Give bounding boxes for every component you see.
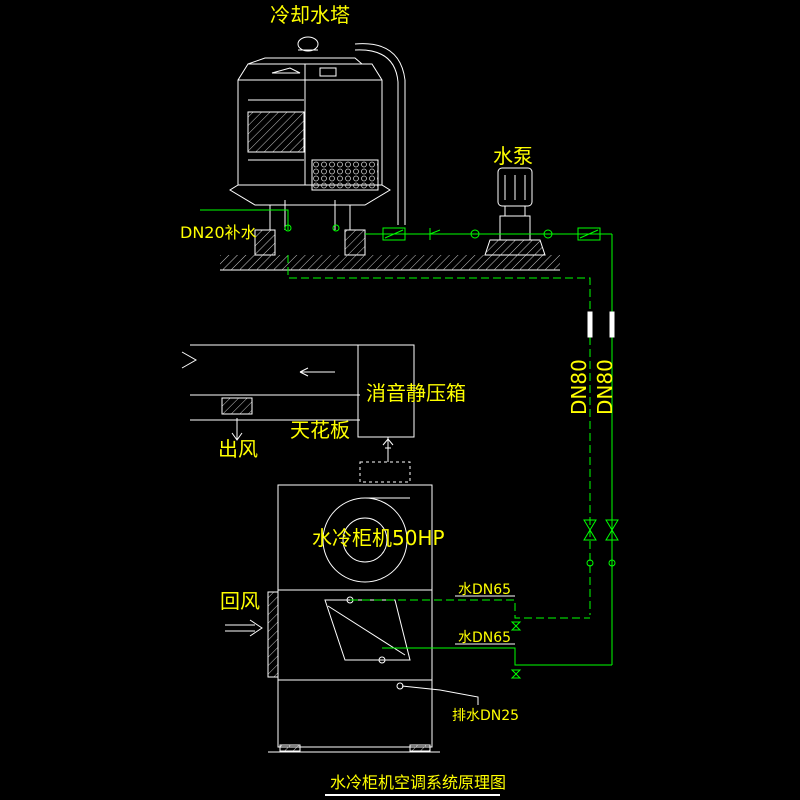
diffuser: [221, 397, 253, 415]
return-grille: [267, 591, 279, 678]
unit-water-connections: [350, 595, 612, 679]
condenser-pipe-horizontal: [365, 227, 613, 665]
silencer-box: [357, 344, 415, 462]
tower-top: [247, 57, 364, 65]
label-water-dn65-bottom: 水DN65: [458, 630, 511, 646]
label-cooling-tower: 冷却水塔: [270, 3, 350, 27]
tower-foundation: [220, 229, 560, 271]
condenser-pipe-return: [287, 255, 591, 615]
label-water-dn65-top: 水DN65: [458, 582, 511, 598]
unit-casing: [277, 484, 433, 748]
label-return-air: 回风: [220, 589, 260, 613]
valve: [470, 229, 480, 239]
label-drain: 排水DN25: [452, 708, 519, 724]
tower-basin: [229, 184, 391, 206]
cooling-tower: [229, 36, 406, 230]
tower-inlet-pipe: [354, 43, 406, 225]
label-supply-air: 出风: [218, 437, 258, 461]
supply-duct: [181, 344, 360, 441]
coil: [324, 599, 411, 661]
label-dn80-right: DN80: [593, 359, 617, 415]
strainer: [382, 227, 406, 241]
drawing-title: 水冷柜机空调系统原理图: [330, 773, 506, 792]
tower-fill-right: [311, 159, 379, 191]
label-makeup-water: DN20补水: [180, 223, 257, 242]
tower-fill-left: [247, 111, 305, 153]
flex-connector: [359, 461, 411, 483]
label-ceiling: 天花板: [290, 418, 350, 442]
label-dn80-left: DN80: [567, 359, 591, 415]
label-unit: 水冷柜机50HP: [312, 526, 445, 550]
riser-valves: [583, 311, 619, 567]
return-air-arrow: [225, 619, 263, 637]
tower-fan-motor: [297, 36, 319, 52]
water-pump: [484, 167, 546, 256]
cabinet-unit: [267, 484, 440, 753]
label-silencer-box: 消音静压箱: [366, 381, 466, 405]
makeup-pipe: [200, 209, 340, 232]
label-pump: 水泵: [493, 144, 533, 168]
drain-pipe: [396, 682, 479, 705]
